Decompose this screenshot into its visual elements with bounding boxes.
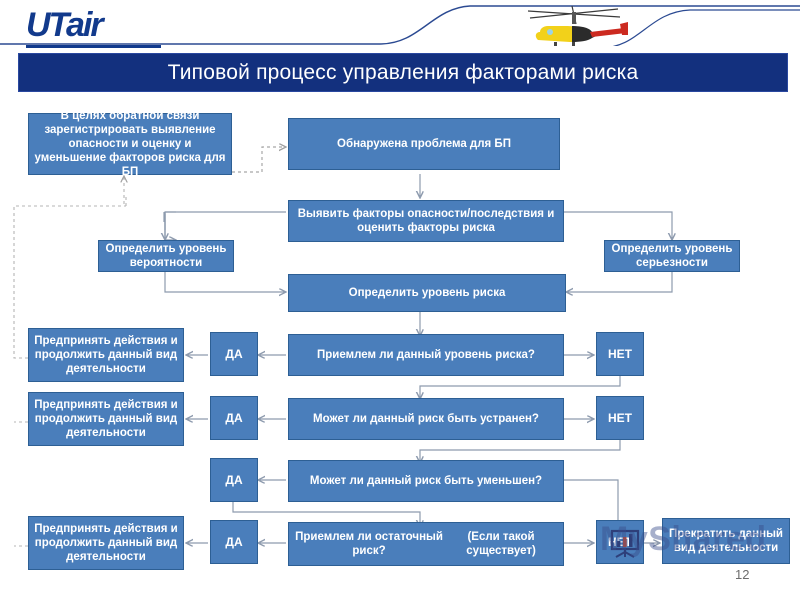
yes-box-1[interactable]: ДА bbox=[210, 332, 258, 376]
question-4-line2: (Если такой существует) bbox=[466, 531, 536, 557]
page-title-bar: Типовой процесс управления факторами рис… bbox=[18, 53, 788, 92]
action-box-2[interactable]: Предпринять действия и продолжить данный… bbox=[28, 392, 184, 446]
header-sweep-graphic bbox=[0, 5, 800, 52]
page-number: 12 bbox=[735, 567, 750, 582]
yes-box-2[interactable]: ДА bbox=[210, 396, 258, 440]
question-box-1[interactable]: Приемлем ли данный уровень риска? bbox=[288, 334, 564, 376]
watermark-text: MyShared bbox=[600, 520, 767, 558]
action-box-1[interactable]: Предпринять действия и продолжить данный… bbox=[28, 328, 184, 382]
yes-box-4[interactable]: ДА bbox=[210, 520, 258, 564]
determine-severity-box[interactable]: Определить уровень серьезности bbox=[604, 240, 740, 272]
question-box-3[interactable]: Может ли данный риск быть уменьшен? bbox=[288, 460, 564, 502]
determine-risk-level-box[interactable]: Определить уровень риска bbox=[288, 274, 566, 312]
feedback-box[interactable]: В целях обратной связи зарегистрировать … bbox=[28, 110, 232, 178]
question-box-4[interactable]: Приемлем ли остаточный риск? (Если такой… bbox=[288, 522, 564, 566]
logo-text: UTair bbox=[26, 6, 104, 44]
no-box-2[interactable]: НЕТ bbox=[596, 396, 644, 440]
logo-underline bbox=[26, 45, 161, 48]
helicopter-icon bbox=[527, 5, 628, 46]
question-box-2[interactable]: Может ли данный риск быть устранен? bbox=[288, 398, 564, 440]
determine-probability-box[interactable]: Определить уровень вероятности bbox=[98, 240, 234, 272]
page-title: Типовой процесс управления факторами рис… bbox=[167, 60, 639, 84]
utair-logo: UTair bbox=[26, 6, 161, 48]
action-box-3[interactable]: Предпринять действия и продолжить данный… bbox=[28, 516, 184, 570]
myshared-chart-icon bbox=[610, 529, 640, 558]
no-box-1[interactable]: НЕТ bbox=[596, 332, 644, 376]
yes-box-3[interactable]: ДА bbox=[210, 458, 258, 502]
terminate-activity-box[interactable]: Прекратить данный вид деятельности bbox=[662, 518, 790, 564]
question-4-line1: Приемлем ли остаточный риск? bbox=[295, 531, 443, 557]
problem-detected-box[interactable]: Обнаружена проблема для БП bbox=[288, 118, 560, 170]
identify-hazards-box[interactable]: Выявить факторы опасности/последствия и … bbox=[288, 200, 564, 242]
